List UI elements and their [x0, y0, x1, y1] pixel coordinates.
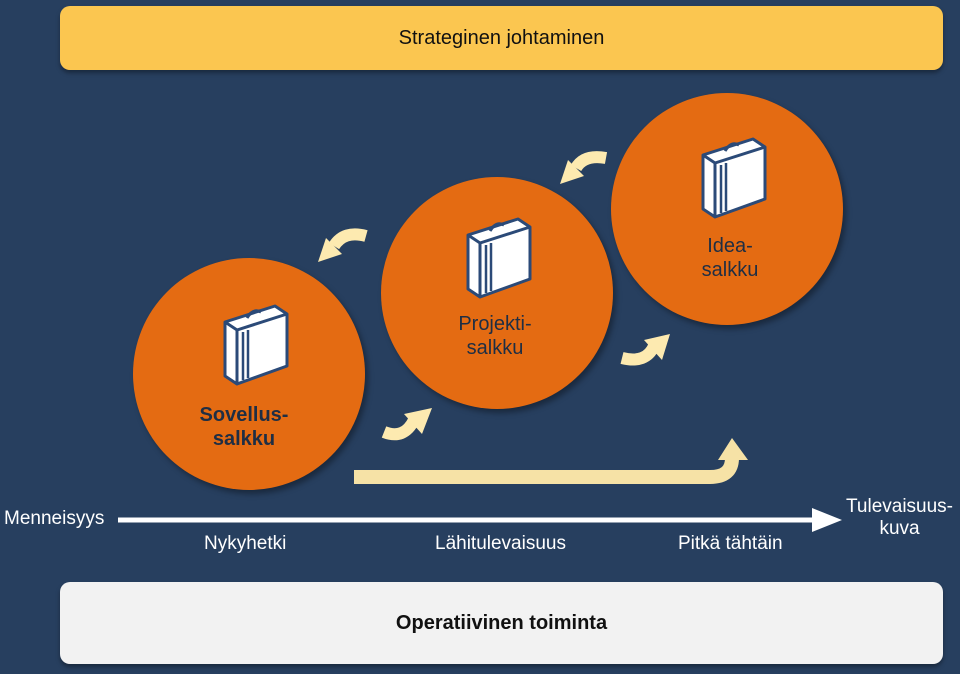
- timeline-long-term-label: Pitkä tähtäin: [678, 533, 783, 554]
- timeline-present-label: Nykyhetki: [204, 533, 287, 554]
- timeline-near-future-label: Lähitulevaisuus: [435, 533, 566, 554]
- operative-activity-title: Operatiivinen toiminta: [395, 611, 608, 634]
- briefcase-icon: [223, 304, 289, 386]
- timeline-arrow: [118, 508, 842, 532]
- curved-arrow-down-left-icon: [560, 151, 608, 184]
- curved-arrow-down-left-icon: [318, 228, 368, 262]
- long-term-arrow: [354, 438, 748, 484]
- project-portfolio-label-line1: Projekti-: [458, 313, 532, 335]
- application-portfolio-label-line1: Sovellus-: [199, 404, 289, 426]
- briefcase-icon: [466, 217, 532, 299]
- briefcase-icon: [701, 137, 767, 219]
- timeline-past-label: Menneisyys: [4, 508, 105, 529]
- strategic-management-title: Strateginen johtaminen: [398, 26, 605, 49]
- idea-portfolio-label: Idea- salkku: [630, 234, 830, 282]
- timeline-future-vision-label: Tulevaisuus- kuva: [846, 496, 953, 540]
- timeline-future-vision-line1: Tulevaisuus-: [846, 496, 954, 517]
- project-portfolio-label-line2: salkku: [466, 337, 524, 359]
- idea-portfolio-label-line1: Idea-: [707, 235, 753, 257]
- application-portfolio-label-line2: salkku: [212, 428, 276, 450]
- project-portfolio-label: Projekti- salkku: [395, 312, 595, 360]
- operative-activity-banner: Operatiivinen toiminta: [60, 582, 943, 664]
- curved-arrow-up-right-icon: [620, 334, 670, 366]
- strategic-management-banner: Strateginen johtaminen: [60, 6, 943, 70]
- idea-portfolio-label-line2: salkku: [701, 259, 759, 281]
- timeline-future-vision-line2: kuva: [879, 518, 920, 539]
- curved-arrow-up-right-icon: [381, 408, 432, 441]
- project-portfolio-circle: [381, 177, 613, 409]
- application-portfolio-label: Sovellus- salkku: [144, 403, 344, 451]
